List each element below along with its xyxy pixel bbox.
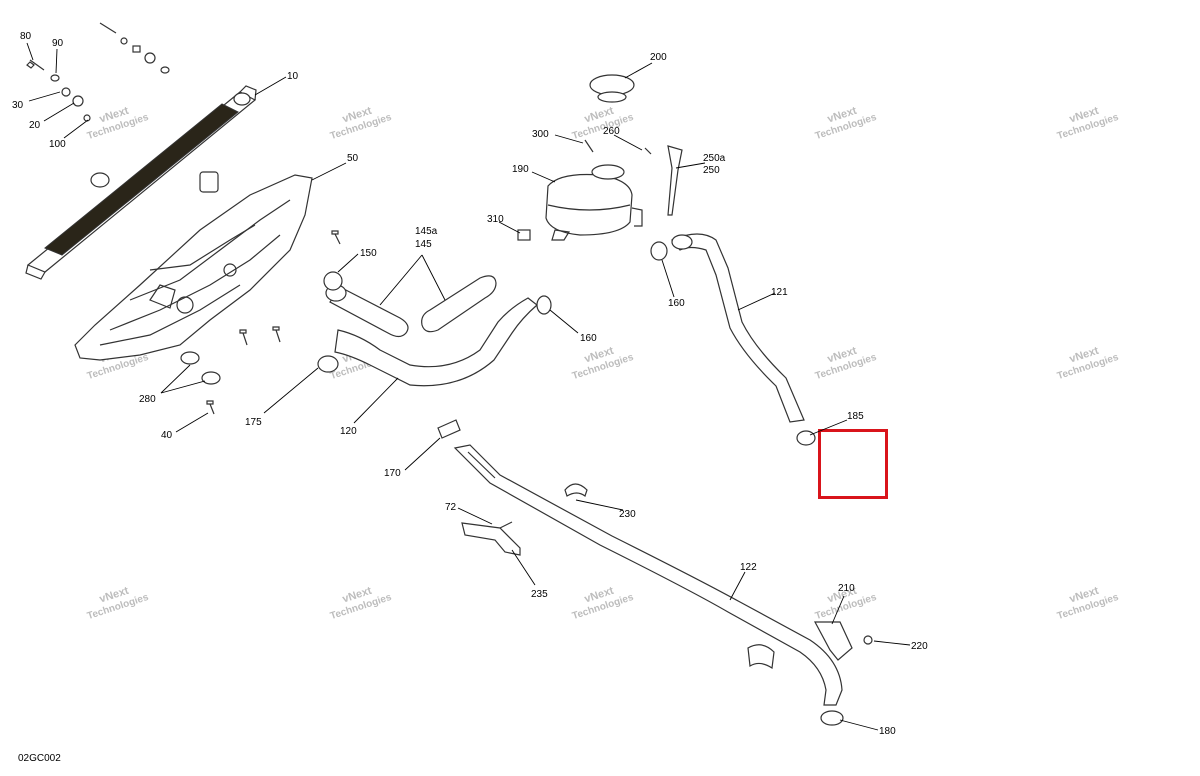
watermark-text: vNextTechnologies xyxy=(325,579,393,622)
callout-label: 300 xyxy=(532,129,549,140)
callout-label: 250 xyxy=(703,165,720,176)
hose-121-part xyxy=(671,233,805,423)
callout-label: 122 xyxy=(740,562,757,573)
callout-labels: 80 90 30 20 100 10 50 145a 145 150 280 4… xyxy=(12,31,928,737)
grommet-group xyxy=(180,230,341,415)
callout-label: 90 xyxy=(52,38,64,49)
watermark-text: vNextTechnologies xyxy=(567,99,635,142)
highlight-box xyxy=(818,429,888,499)
clamp-185-part xyxy=(796,430,816,446)
breather-hose-250-part xyxy=(667,145,683,216)
callout-label: 30 xyxy=(12,100,24,111)
callout-label: 160 xyxy=(580,333,597,344)
callout-label: 180 xyxy=(879,726,896,737)
clamp-160-part xyxy=(536,241,668,315)
coolant-reservoir-part xyxy=(517,164,643,241)
callout-label: 145a xyxy=(415,226,438,237)
callout-label: 20 xyxy=(29,120,41,131)
callout-label: 145 xyxy=(415,239,432,250)
callout-label: 210 xyxy=(838,583,855,594)
radiator-part xyxy=(25,85,257,280)
callout-label: 230 xyxy=(619,509,636,520)
watermark-text: vNextTechnologies xyxy=(810,339,878,382)
watermark-text: vNextTechnologies xyxy=(1052,339,1120,382)
fan-shroud-part xyxy=(74,174,313,361)
callout-label: 10 xyxy=(287,71,299,82)
watermark-text: vNextTechnologies xyxy=(325,99,393,142)
callout-label: 260 xyxy=(603,126,620,137)
watermark-text: vNextTechnologies xyxy=(1052,99,1120,142)
callout-label: 280 xyxy=(139,394,156,405)
callout-label: 160 xyxy=(668,298,685,309)
diagram-code: 02GC002 xyxy=(18,753,61,764)
callout-label: 235 xyxy=(531,589,548,600)
watermark-text: vNextTechnologies xyxy=(82,99,150,142)
callout-label: 80 xyxy=(20,31,32,42)
hose-145-part xyxy=(325,275,497,338)
pipe-122-part xyxy=(453,444,843,706)
clamp-150-part xyxy=(317,271,343,373)
callout-label: 50 xyxy=(347,153,359,164)
clamp-170-part xyxy=(437,419,844,726)
callout-label: 200 xyxy=(650,52,667,63)
fastener-group xyxy=(26,22,170,122)
watermark-text: vNextTechnologies xyxy=(567,339,635,382)
callout-label: 175 xyxy=(245,417,262,428)
callout-label: 170 xyxy=(384,468,401,479)
callout-label: 72 xyxy=(445,502,457,513)
bracket-235-part xyxy=(461,521,873,661)
callout-label: 185 xyxy=(847,411,864,422)
callout-label: 190 xyxy=(512,164,529,175)
callout-label: 121 xyxy=(771,287,788,298)
callout-label: 220 xyxy=(911,641,928,652)
callout-label: 120 xyxy=(340,426,357,437)
watermark-text: vNextTechnologies xyxy=(810,99,878,142)
callout-label: 150 xyxy=(360,248,377,259)
watermark-text: vNextTechnologies xyxy=(82,579,150,622)
radiator-cap-part xyxy=(584,74,652,155)
callout-label: 310 xyxy=(487,214,504,225)
watermark-text: vNextTechnologies xyxy=(567,579,635,622)
callout-label: 40 xyxy=(161,430,173,441)
callout-label: 100 xyxy=(49,139,66,150)
callout-label: 250a xyxy=(703,153,726,164)
leader-lines xyxy=(26,42,911,731)
watermark-text: vNextTechnologies xyxy=(1052,579,1120,622)
